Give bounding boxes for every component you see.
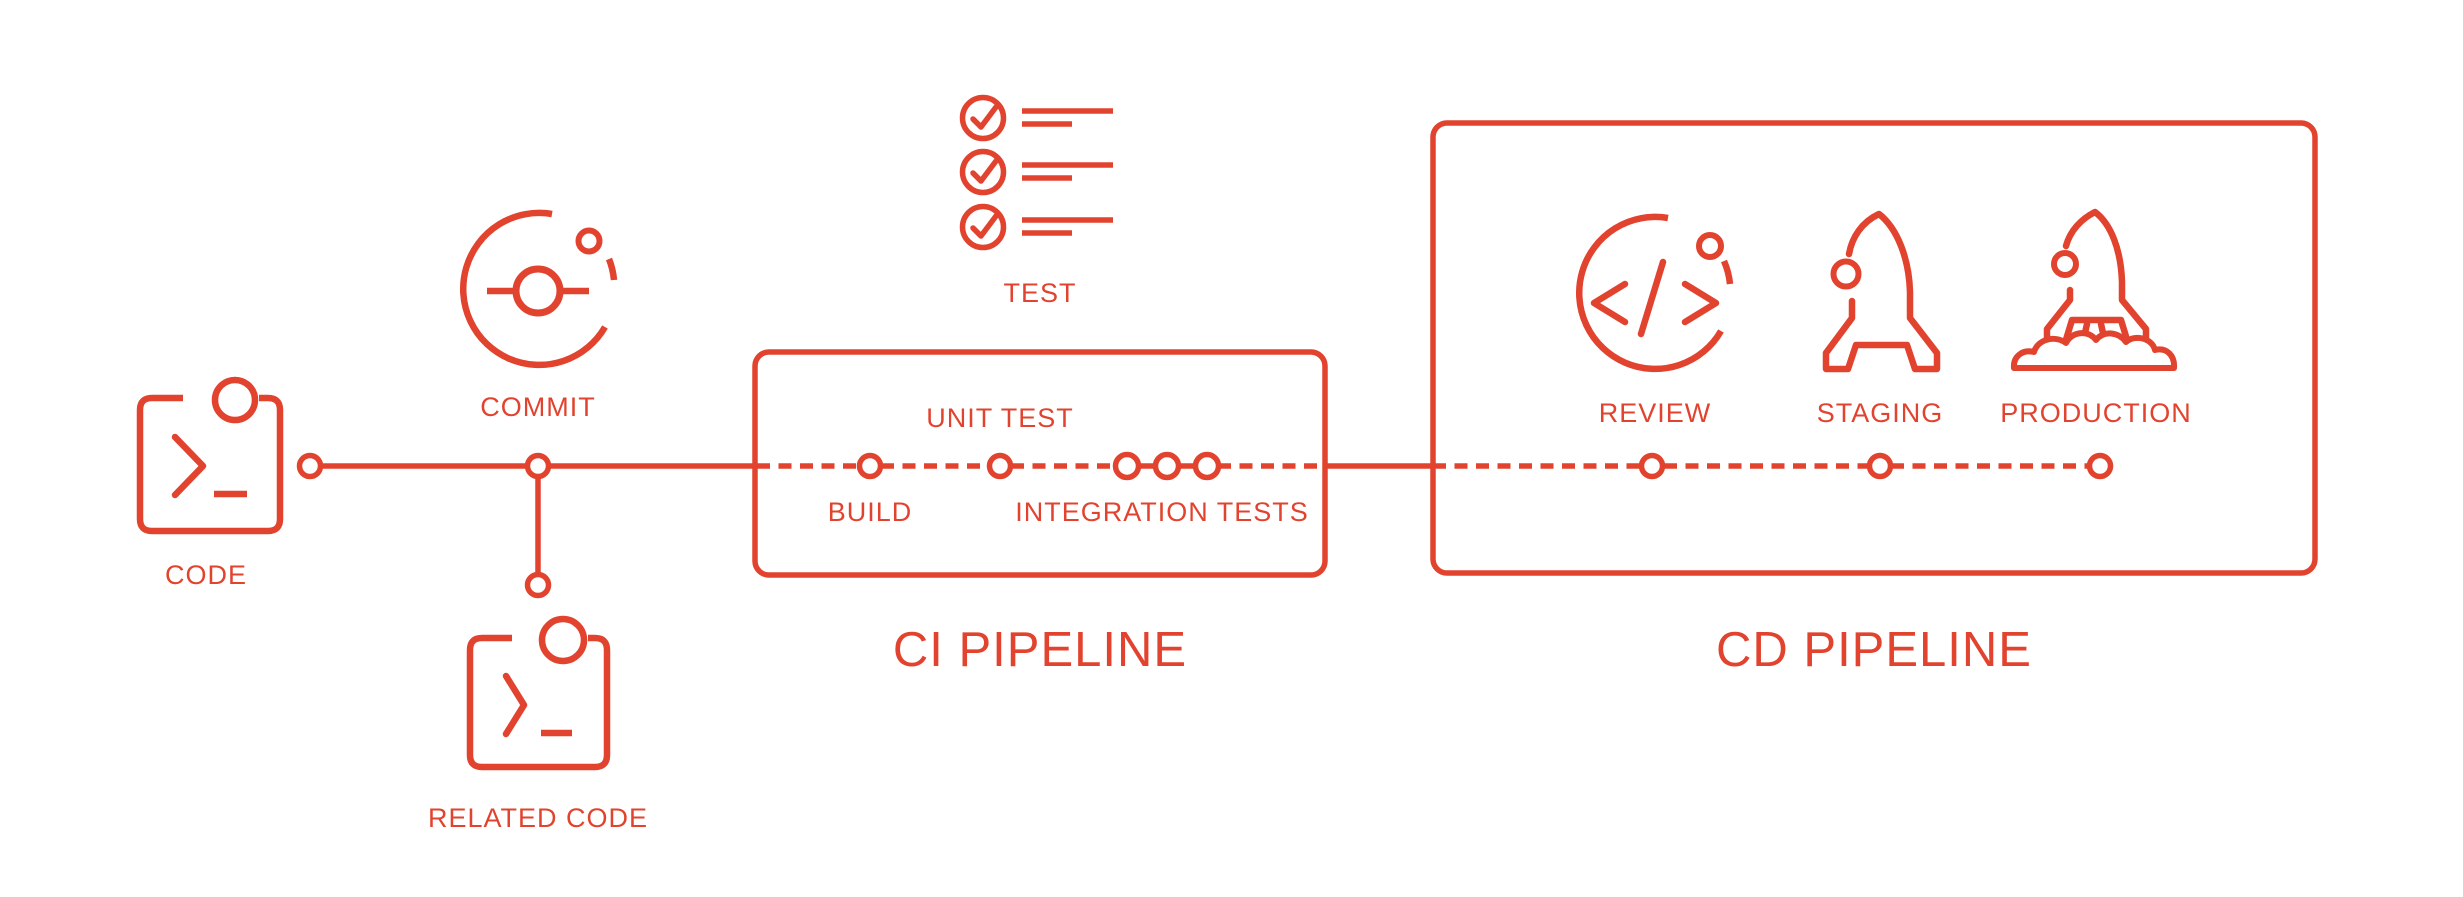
production-rocket-body <box>2043 208 2150 347</box>
cd-pipeline-box <box>1430 120 2318 576</box>
checkmark-icon-1 <box>970 104 999 130</box>
commit-center-circle <box>512 265 564 317</box>
review-satellite-circle <box>1696 232 1724 260</box>
related-code-pin-circle <box>538 615 588 665</box>
review-code-icon <box>1576 213 1734 373</box>
node-unit-test <box>986 452 1014 480</box>
related-code-terminal-icon <box>466 615 611 771</box>
review-slash-icon <box>1637 258 1667 338</box>
production-rocket-window <box>2051 250 2079 278</box>
node-integration-1 <box>1112 451 1142 481</box>
related-code-label: RELATED CODE <box>428 803 648 833</box>
checkmark-icon-2 <box>970 158 999 184</box>
code-prompt-chevron <box>171 433 207 499</box>
build-label: BUILD <box>828 497 913 527</box>
code-label: CODE <box>165 560 247 590</box>
node-review <box>1638 452 1666 480</box>
review-open-angle-icon <box>1590 280 1629 326</box>
commit-label: COMMIT <box>480 392 595 422</box>
code-terminal-icon <box>136 376 284 535</box>
node-commit-junction <box>524 452 552 480</box>
code-terminal-frame <box>136 394 284 535</box>
commit-orbit-arc <box>460 209 608 369</box>
production-rocket-icon <box>2010 208 2178 371</box>
commit-orbit-arc-stub <box>605 257 618 281</box>
production-label: PRODUCTION <box>2000 398 2192 428</box>
node-staging <box>1866 452 1894 480</box>
staging-rocket-body <box>1822 210 1941 373</box>
ci-pipeline-title: CI PIPELINE <box>893 623 1187 677</box>
review-orbit-arc <box>1576 213 1724 373</box>
commit-satellite-circle <box>575 227 603 255</box>
node-code <box>296 452 324 480</box>
review-orbit-arc-stub <box>1720 259 1734 285</box>
node-integration-3 <box>1192 451 1222 481</box>
test-checklist-icon <box>959 94 1113 251</box>
checklist-circle-2 <box>959 148 1007 196</box>
related-code-prompt-chevron <box>502 672 528 738</box>
related-code-frame <box>466 634 611 771</box>
checklist-circle-1 <box>959 94 1007 142</box>
integration-tests-label: INTEGRATION TESTS <box>1015 497 1309 527</box>
staging-rocket-icon <box>1822 210 1941 373</box>
pipeline-nodes <box>296 451 2114 599</box>
node-build <box>856 452 884 480</box>
cd-pipeline-title: CD PIPELINE <box>1716 623 2032 677</box>
node-integration-2 <box>1152 451 1182 481</box>
code-pin-circle <box>211 376 259 424</box>
node-related-code <box>524 571 552 599</box>
review-close-angle-icon <box>1681 280 1720 326</box>
staging-label: STAGING <box>1817 398 1944 428</box>
staging-rocket-window <box>1830 258 1862 290</box>
unit-test-label: UNIT TEST <box>926 403 1074 433</box>
checkmark-icon-3 <box>970 213 999 239</box>
test-label: TEST <box>1003 278 1076 308</box>
node-production <box>2086 452 2114 480</box>
production-launch-cloud <box>2010 330 2178 371</box>
review-label: REVIEW <box>1599 398 1712 428</box>
commit-icon <box>460 209 618 369</box>
checklist-circle-3 <box>959 203 1007 251</box>
